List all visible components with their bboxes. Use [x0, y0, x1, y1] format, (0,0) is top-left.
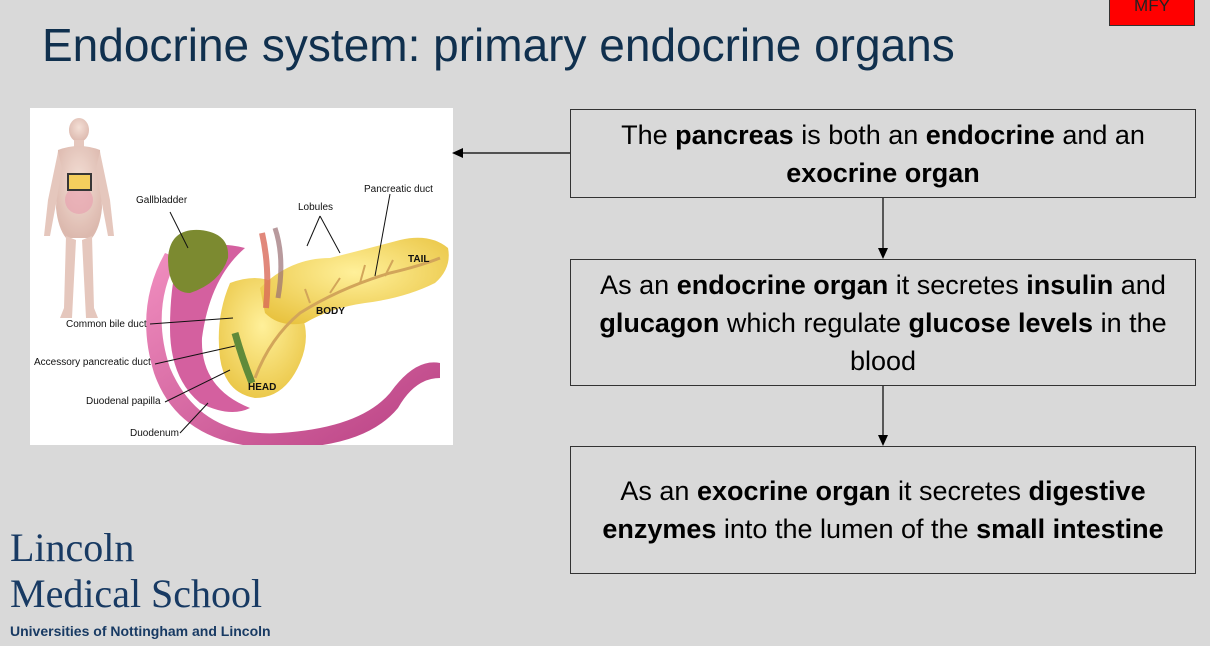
label-head: HEAD: [248, 382, 277, 393]
emphasis-text: exocrine organ: [696, 476, 891, 506]
info-box-1: The pancreas is both an endocrine and an…: [570, 109, 1196, 198]
pancreas-anatomy-drawing: [44, 118, 449, 445]
slide-title: Endocrine system: primary endocrine orga…: [42, 19, 955, 71]
label-lobules: Lobules: [298, 202, 334, 213]
pancreas-body-shape: [260, 237, 449, 325]
emphasis-text: pancreas: [675, 119, 794, 150]
label-duodenal-papilla: Duodenal papilla: [86, 396, 161, 407]
arrow-to-illustration: [452, 148, 572, 158]
body-text: As an: [600, 269, 677, 300]
label-body: BODY: [316, 306, 345, 317]
body-text: which regulate: [719, 307, 909, 338]
logo-subtitle: Universities of Nottingham and Lincoln: [10, 623, 271, 639]
label-duodenum: Duodenum: [130, 428, 179, 439]
arrow-box1-to-box2: [878, 198, 888, 259]
info-box-2: As an endocrine organ it secretes insuli…: [570, 259, 1196, 386]
label-gallbladder: Gallbladder: [136, 195, 188, 206]
emphasis-text: digestive enzymes: [602, 476, 1146, 544]
logo-line-medical-school: Medical School: [10, 571, 263, 616]
body-text: As an: [620, 476, 697, 506]
body-text: The: [621, 119, 676, 150]
label-pancreatic-duct: Pancreatic duct: [364, 184, 433, 195]
emphasis-text: glucose levels: [908, 307, 1094, 338]
info-box-3: As an exocrine organ it secretes digesti…: [570, 446, 1196, 574]
info-box-1-text: The pancreas is both an endocrine and an…: [571, 116, 1195, 192]
human-figure: [44, 118, 114, 318]
body-text: in the blood: [849, 307, 1167, 376]
mfy-badge: MFY: [1109, 0, 1195, 26]
info-box-3-text: As an exocrine organ it secretes digesti…: [571, 472, 1195, 548]
pancreas-illustration: Gallbladder Lobules Pancreatic duct TAIL…: [30, 108, 453, 445]
body-text: and an: [1054, 119, 1145, 150]
arrow-box2-to-box3: [878, 386, 888, 446]
body-text: it secretes: [888, 269, 1027, 300]
label-tail: TAIL: [408, 254, 430, 265]
emphasis-text: exocrine organ: [786, 157, 980, 188]
label-common-bile-duct: Common bile duct: [66, 319, 147, 330]
emphasis-text: endocrine: [925, 119, 1055, 150]
emphasis-text: small intestine: [976, 514, 1164, 544]
info-box-2-text: As an endocrine organ it secretes insuli…: [571, 266, 1195, 380]
label-accessory-pancreatic-duct: Accessory pancreatic duct: [34, 357, 151, 368]
body-text: is both an: [793, 119, 926, 150]
logo-line-lincoln: Lincoln: [10, 525, 135, 570]
body-text: it secretes: [890, 476, 1029, 506]
body-text: into the lumen of the: [716, 514, 977, 544]
emphasis-text: endocrine organ: [676, 269, 889, 300]
emphasis-text: insulin: [1026, 269, 1114, 300]
body-text: and: [1113, 269, 1166, 300]
gallbladder-shape: [168, 229, 229, 293]
emphasis-text: glucagon: [599, 307, 720, 338]
